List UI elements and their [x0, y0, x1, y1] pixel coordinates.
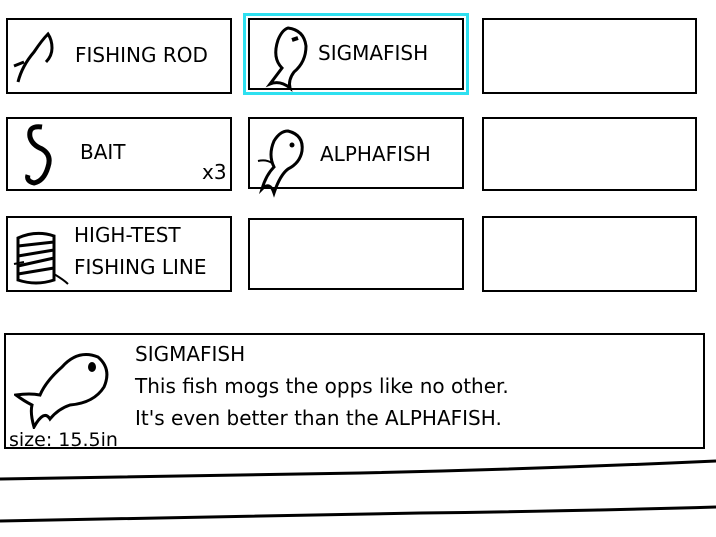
fishing-line-spool-icon — [13, 231, 69, 285]
inventory-slot-bait[interactable]: BAIT x3 — [6, 117, 232, 191]
fishing-rod-icon — [13, 31, 54, 83]
inventory-slot-empty[interactable] — [482, 216, 697, 292]
item-description-line1: This fish mogs the opps like no other. — [135, 374, 509, 398]
item-details-panel: SIGMAFISH This fish mogs the opps like n… — [4, 333, 705, 451]
ground-lines — [0, 459, 716, 523]
inventory-slot-alphafish[interactable]: ALPHAFISH — [248, 117, 464, 198]
slot-label: SIGMAFISH — [318, 41, 429, 65]
inventory-slot-fishing-rod[interactable]: FISHING ROD — [6, 18, 232, 94]
slot-label: BAIT — [80, 140, 126, 164]
slot-label-line2: FISHING LINE — [74, 255, 207, 279]
inventory-slot-sigmafish[interactable]: SIGMAFISH — [243, 13, 469, 95]
item-size: size: 15.5in — [9, 429, 118, 451]
item-description-line2: It's even better than the ALPHAFISH. — [135, 406, 502, 430]
sigmafish-icon — [265, 26, 308, 92]
inventory-slot-empty[interactable] — [482, 18, 697, 94]
quantity-badge: x3 — [202, 160, 227, 184]
slot-label-line1: HIGH-TEST — [74, 223, 181, 247]
bait-worm-icon — [25, 124, 52, 186]
sigmafish-icon — [14, 353, 109, 429]
alphafish-icon — [257, 129, 304, 198]
inventory-slot-empty[interactable] — [248, 218, 464, 290]
slot-label: FISHING ROD — [75, 43, 208, 67]
inventory-slot-empty[interactable] — [482, 117, 697, 191]
item-name: SIGMAFISH — [135, 342, 246, 366]
slot-label: ALPHAFISH — [320, 142, 431, 166]
inventory-slot-fishing-line[interactable]: HIGH-TEST FISHING LINE — [6, 216, 232, 292]
